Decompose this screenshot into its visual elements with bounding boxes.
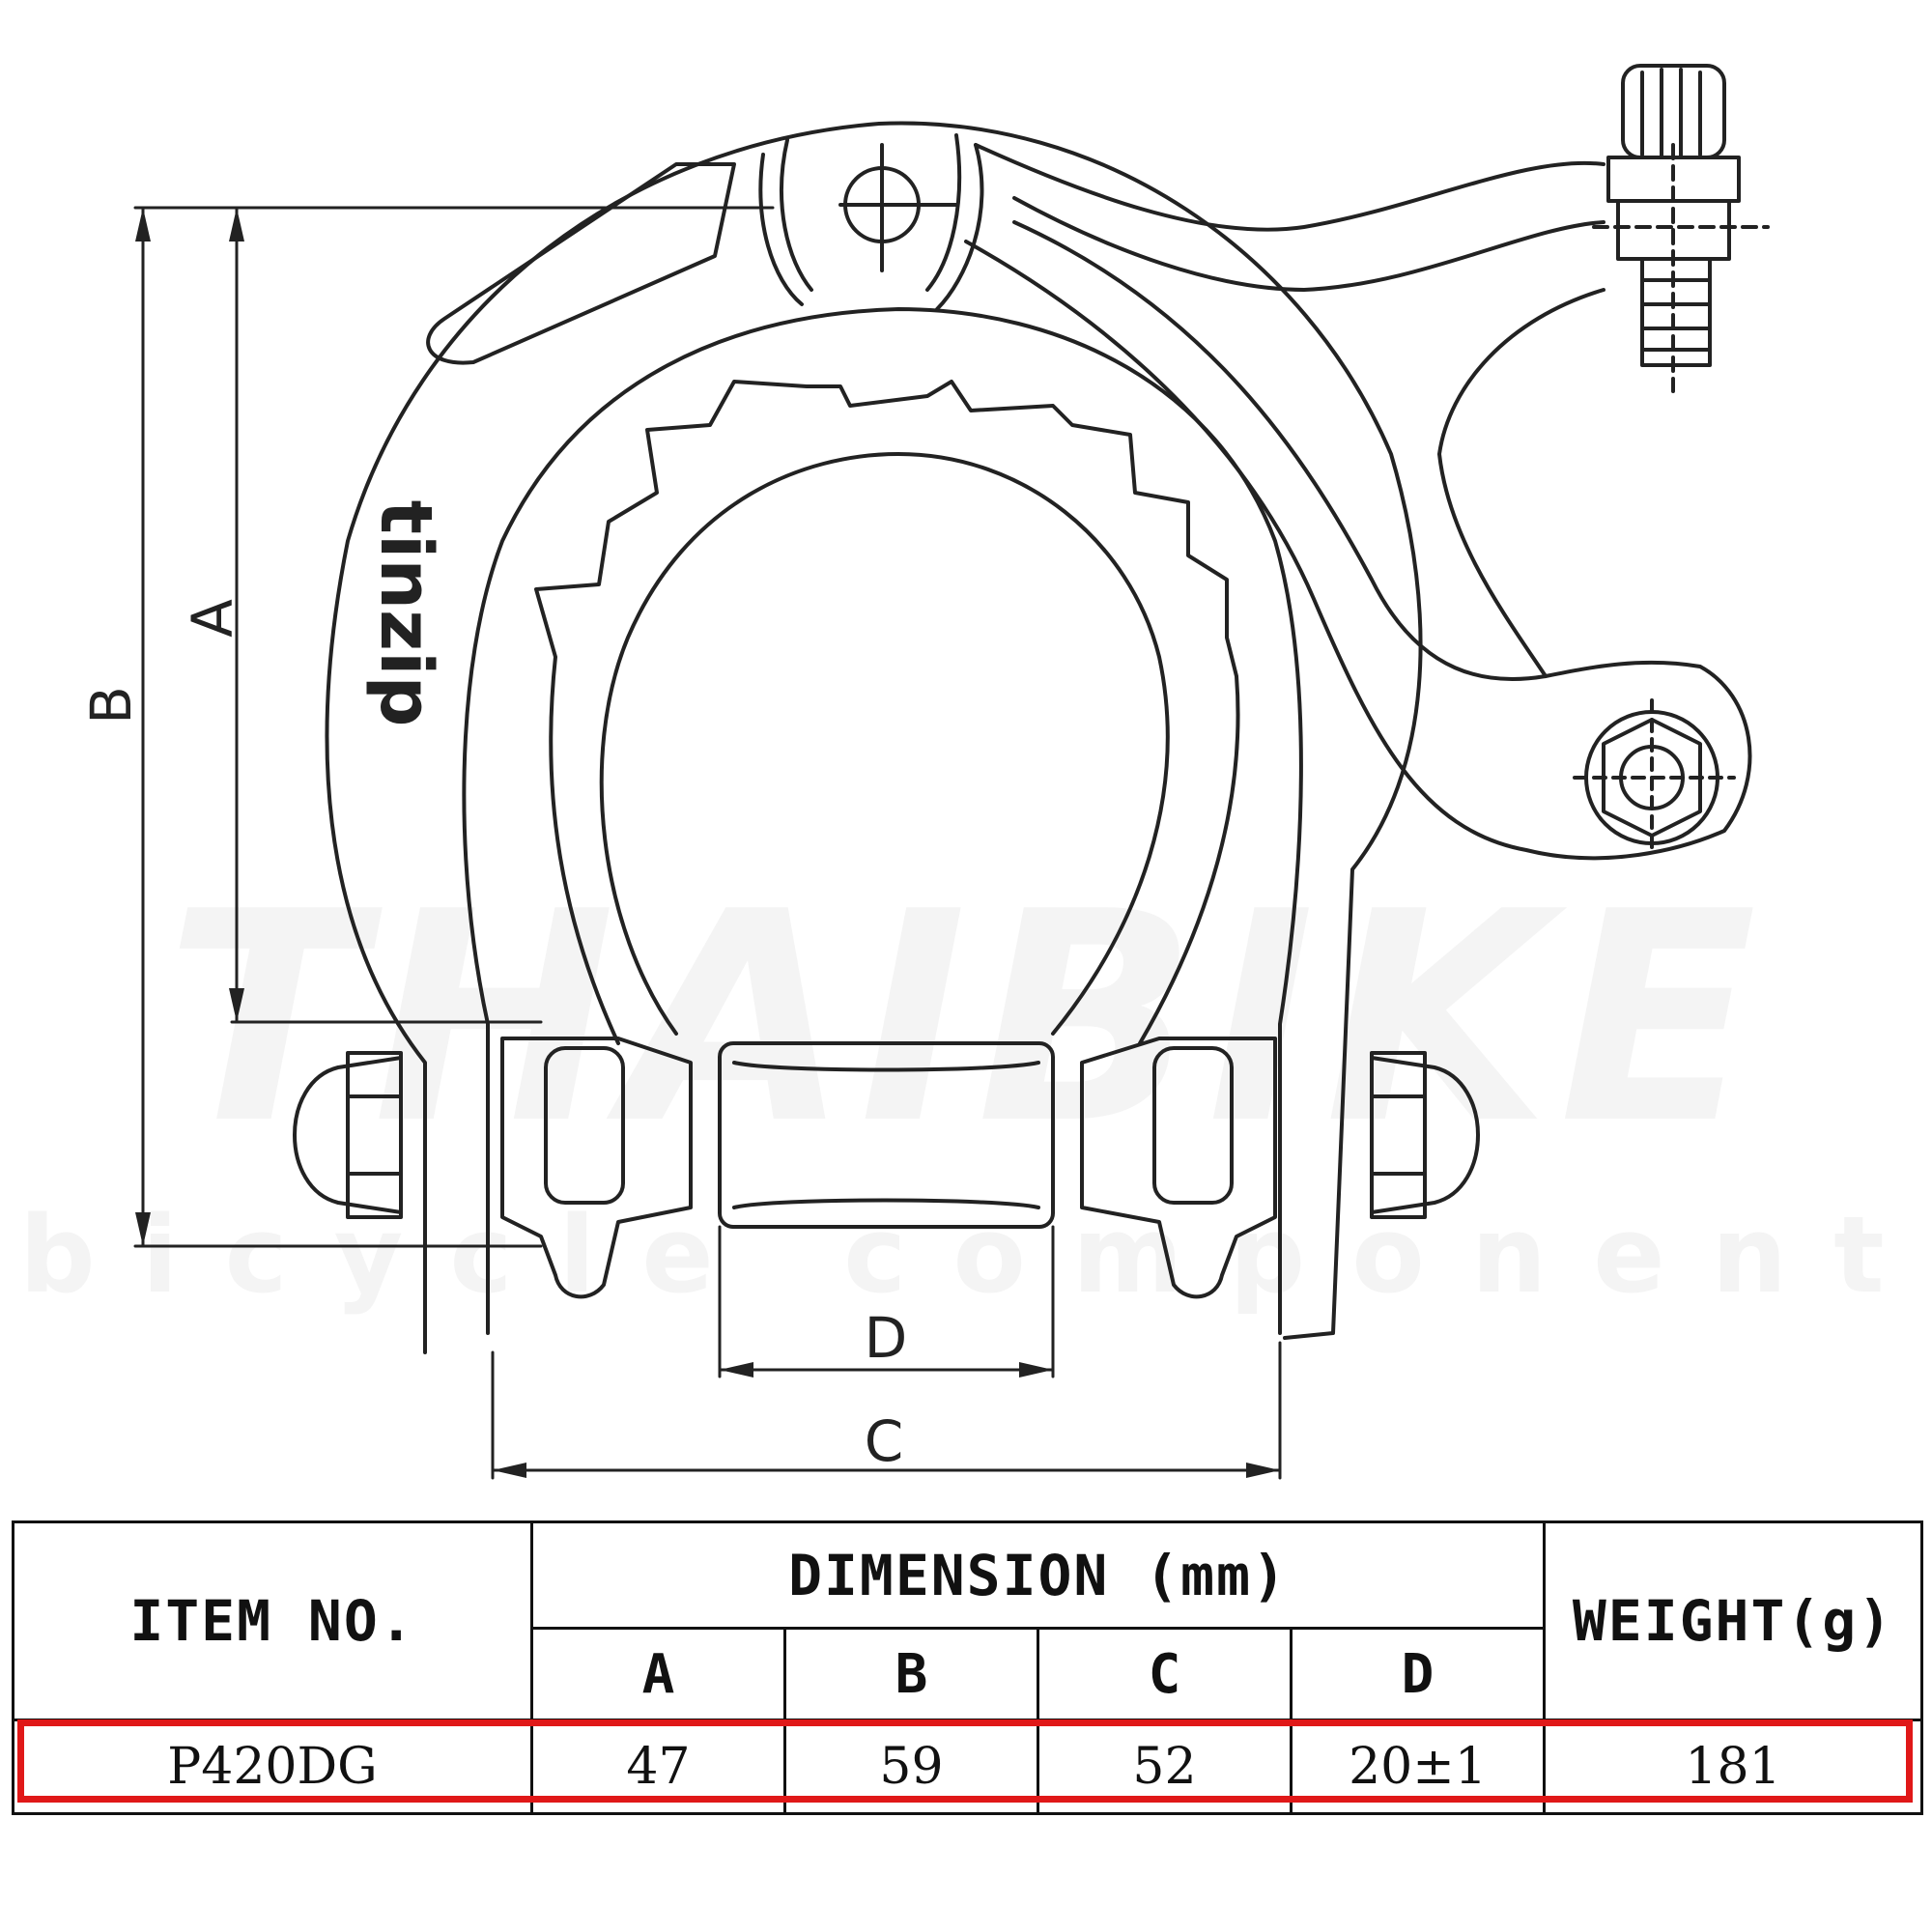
cell-a: 47 (530, 1719, 786, 1815)
dimension-label-b: B (78, 686, 144, 724)
dimension-label-c: C (865, 1408, 904, 1474)
left-brake-shoe (500, 1037, 693, 1299)
watermark-sub: bicycle component thailand (19, 1193, 1913, 1317)
spring-ring-outer (534, 380, 1240, 1045)
brand-mark: tinzip (364, 500, 447, 727)
spec-table: ITEM NO. DIMENSION (mm) WEIGHT(g) A B C … (12, 1520, 1923, 1815)
header-dimension: DIMENSION (mm) (530, 1520, 1546, 1630)
cell-b: 59 (783, 1719, 1039, 1815)
table-row: P420DG 47 59 52 20±1 181 (12, 1719, 1923, 1815)
header-col-a: A (530, 1627, 786, 1721)
cell-item-no: P420DG (12, 1719, 533, 1815)
center-spacer (718, 1041, 1055, 1229)
pivot-block (758, 133, 984, 311)
cell-d: 20±1 (1290, 1719, 1546, 1815)
inner-opening (599, 452, 1170, 1036)
brake-caliper-drawing: A B C D tinzip (78, 64, 1770, 1480)
header-item-no: ITEM NO. (12, 1520, 533, 1721)
dimension-label-d: D (865, 1305, 908, 1371)
dimension-arrows (135, 208, 1280, 1478)
lower-arm (964, 220, 1752, 861)
barrel-adjuster-thread (1640, 257, 1712, 367)
caliper-outer-arch (325, 121, 1423, 1354)
dimension-label-a: A (180, 599, 245, 638)
upper-slot (426, 162, 736, 365)
header-col-c: C (1037, 1627, 1293, 1721)
watermark-main: THAIBIKE (19, 850, 1913, 1187)
header-col-b: B (783, 1627, 1039, 1721)
cell-c: 52 (1037, 1719, 1293, 1815)
cell-weight: 181 (1543, 1719, 1923, 1815)
header-col-d: D (1290, 1627, 1546, 1721)
right-acorn-nut (1370, 1056, 1480, 1214)
left-acorn-nut (293, 1056, 403, 1214)
right-brake-shoe (1080, 1037, 1277, 1299)
header-weight: WEIGHT(g) (1543, 1520, 1923, 1721)
dimension-lines (133, 206, 1282, 1480)
caliper-inner-arch (462, 307, 1303, 1335)
cable-arm (974, 143, 1605, 678)
